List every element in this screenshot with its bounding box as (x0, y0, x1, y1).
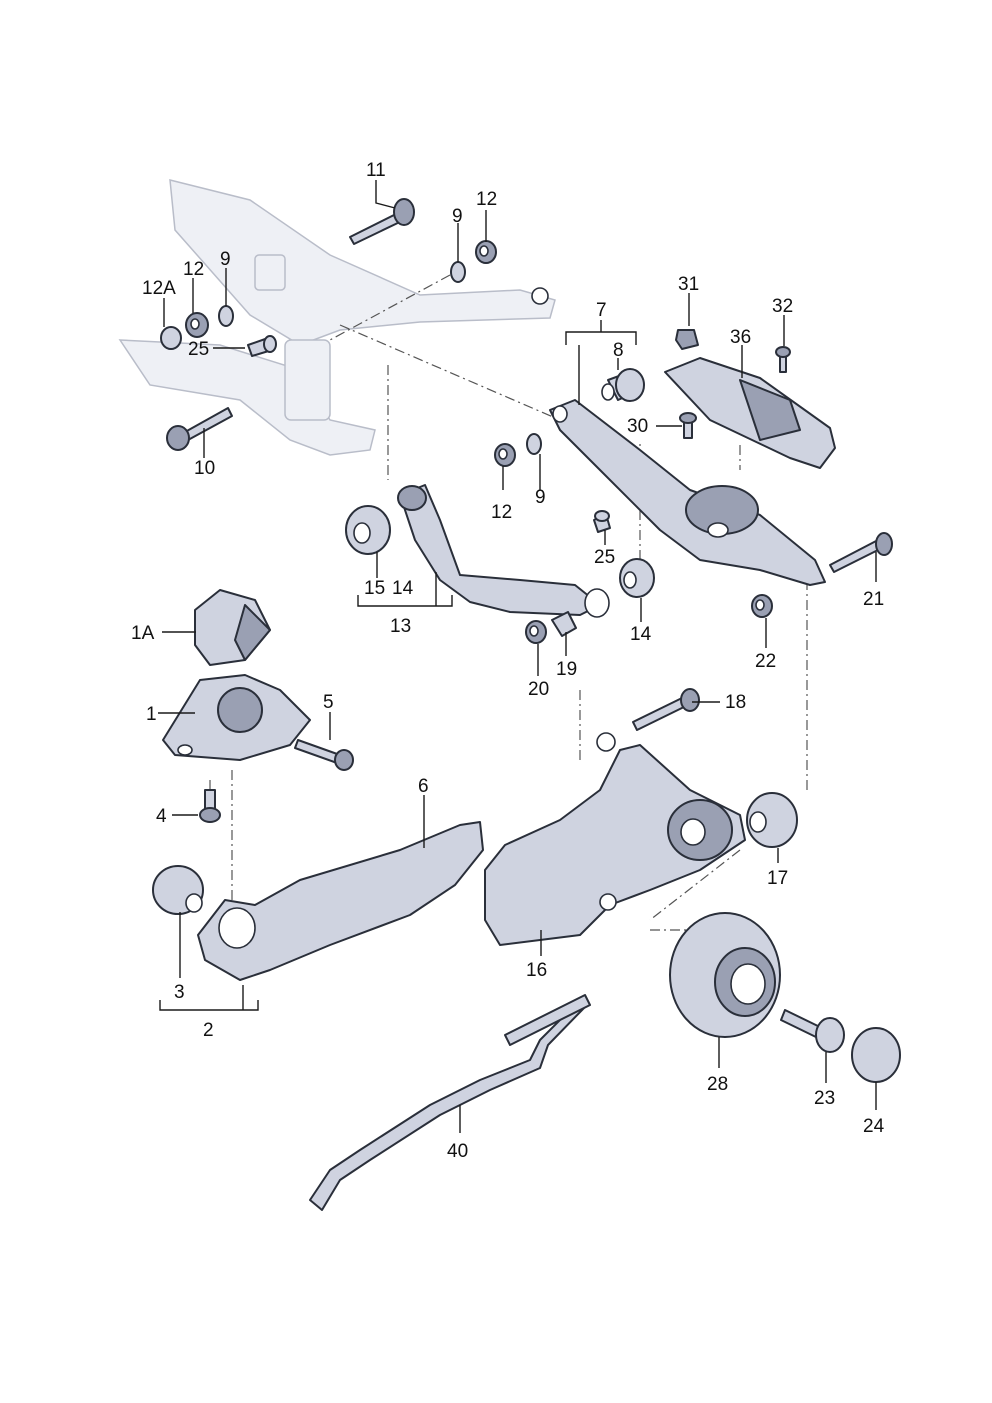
nut-31 (675, 329, 699, 350)
label-31: 31 (678, 274, 699, 295)
wheel-carrier-16 (484, 732, 746, 946)
washer-9-top (450, 261, 466, 283)
part-labels: 11 9 12 12A 12 9 25 10 31 32 7 8 36 30 1… (131, 160, 885, 1162)
wheel-hub-28 (669, 912, 781, 1038)
label-17: 17 (767, 868, 788, 889)
label-4: 4 (156, 806, 167, 827)
label-12-left: 12 (183, 259, 204, 280)
label-9-left: 9 (220, 249, 231, 270)
cap-12A (160, 326, 182, 350)
label-23: 23 (814, 1088, 835, 1109)
nut-12-top (475, 240, 497, 264)
nut-20 (525, 620, 547, 644)
bushing-14 (619, 558, 655, 598)
bolt-30 (679, 412, 697, 439)
label-15: 15 (364, 578, 385, 599)
bushing-3 (152, 865, 204, 915)
label-9-top: 9 (452, 206, 463, 227)
label-19: 19 (556, 659, 577, 680)
label-40: 40 (447, 1141, 468, 1162)
bolt-11 (349, 198, 415, 245)
label-9-mid: 9 (535, 487, 546, 508)
trailing-arm-2 (197, 821, 484, 981)
nut-22 (751, 594, 773, 618)
label-14-right: 14 (630, 624, 652, 645)
screw-4 (199, 789, 221, 823)
bushing-8 (601, 368, 645, 402)
mount-1 (162, 674, 311, 761)
cap-1A (194, 589, 271, 666)
label-2: 2 (203, 1020, 214, 1041)
label-12-top: 12 (476, 189, 497, 210)
screw-32 (775, 346, 791, 373)
label-36: 36 (730, 327, 751, 348)
bolt-23 (780, 1009, 845, 1053)
eccentric-washer-19 (551, 611, 577, 637)
label-25-mid: 25 (594, 547, 615, 568)
cap-24 (851, 1027, 901, 1083)
label-1A: 1A (131, 623, 155, 644)
washer-9-mid (526, 433, 542, 455)
label-24: 24 (863, 1116, 885, 1137)
label-13: 13 (390, 616, 411, 637)
control-arm-7 (549, 399, 826, 586)
bracket-40 (309, 994, 591, 1211)
bracket-36 (664, 357, 836, 469)
nut-12-left (185, 312, 209, 338)
assembly-lines (209, 274, 808, 931)
label-3: 3 (174, 982, 185, 1003)
subframe-ghost (118, 179, 556, 456)
bushing-15 (345, 505, 391, 555)
label-12A: 12A (142, 278, 176, 299)
label-8: 8 (613, 340, 624, 361)
label-6: 6 (418, 776, 429, 797)
leader-lines (158, 180, 877, 1133)
nut-12-mid (494, 443, 516, 467)
label-12-mid: 12 (491, 502, 512, 523)
bolt-10 (166, 407, 233, 451)
label-16: 16 (526, 960, 547, 981)
bolt-18 (632, 688, 700, 731)
label-14-left: 14 (392, 578, 414, 599)
label-28: 28 (707, 1074, 728, 1095)
label-7: 7 (596, 300, 607, 321)
label-21: 21 (863, 589, 884, 610)
washer-9-left (218, 305, 234, 327)
label-20: 20 (528, 679, 549, 700)
label-25-top: 25 (188, 339, 209, 360)
label-11: 11 (366, 160, 386, 181)
label-30: 30 (627, 416, 648, 437)
label-18: 18 (725, 692, 746, 713)
upper-arm-13 (397, 484, 610, 618)
bushing-17 (746, 792, 798, 848)
bolt-5 (294, 739, 354, 771)
label-32: 32 (772, 296, 793, 317)
label-22: 22 (755, 651, 776, 672)
sleeve-25-mid (593, 510, 611, 533)
sleeve-25-top (247, 335, 277, 357)
bolt-21 (829, 532, 893, 573)
label-1: 1 (146, 704, 157, 725)
label-10: 10 (194, 458, 215, 479)
label-5: 5 (323, 692, 334, 713)
